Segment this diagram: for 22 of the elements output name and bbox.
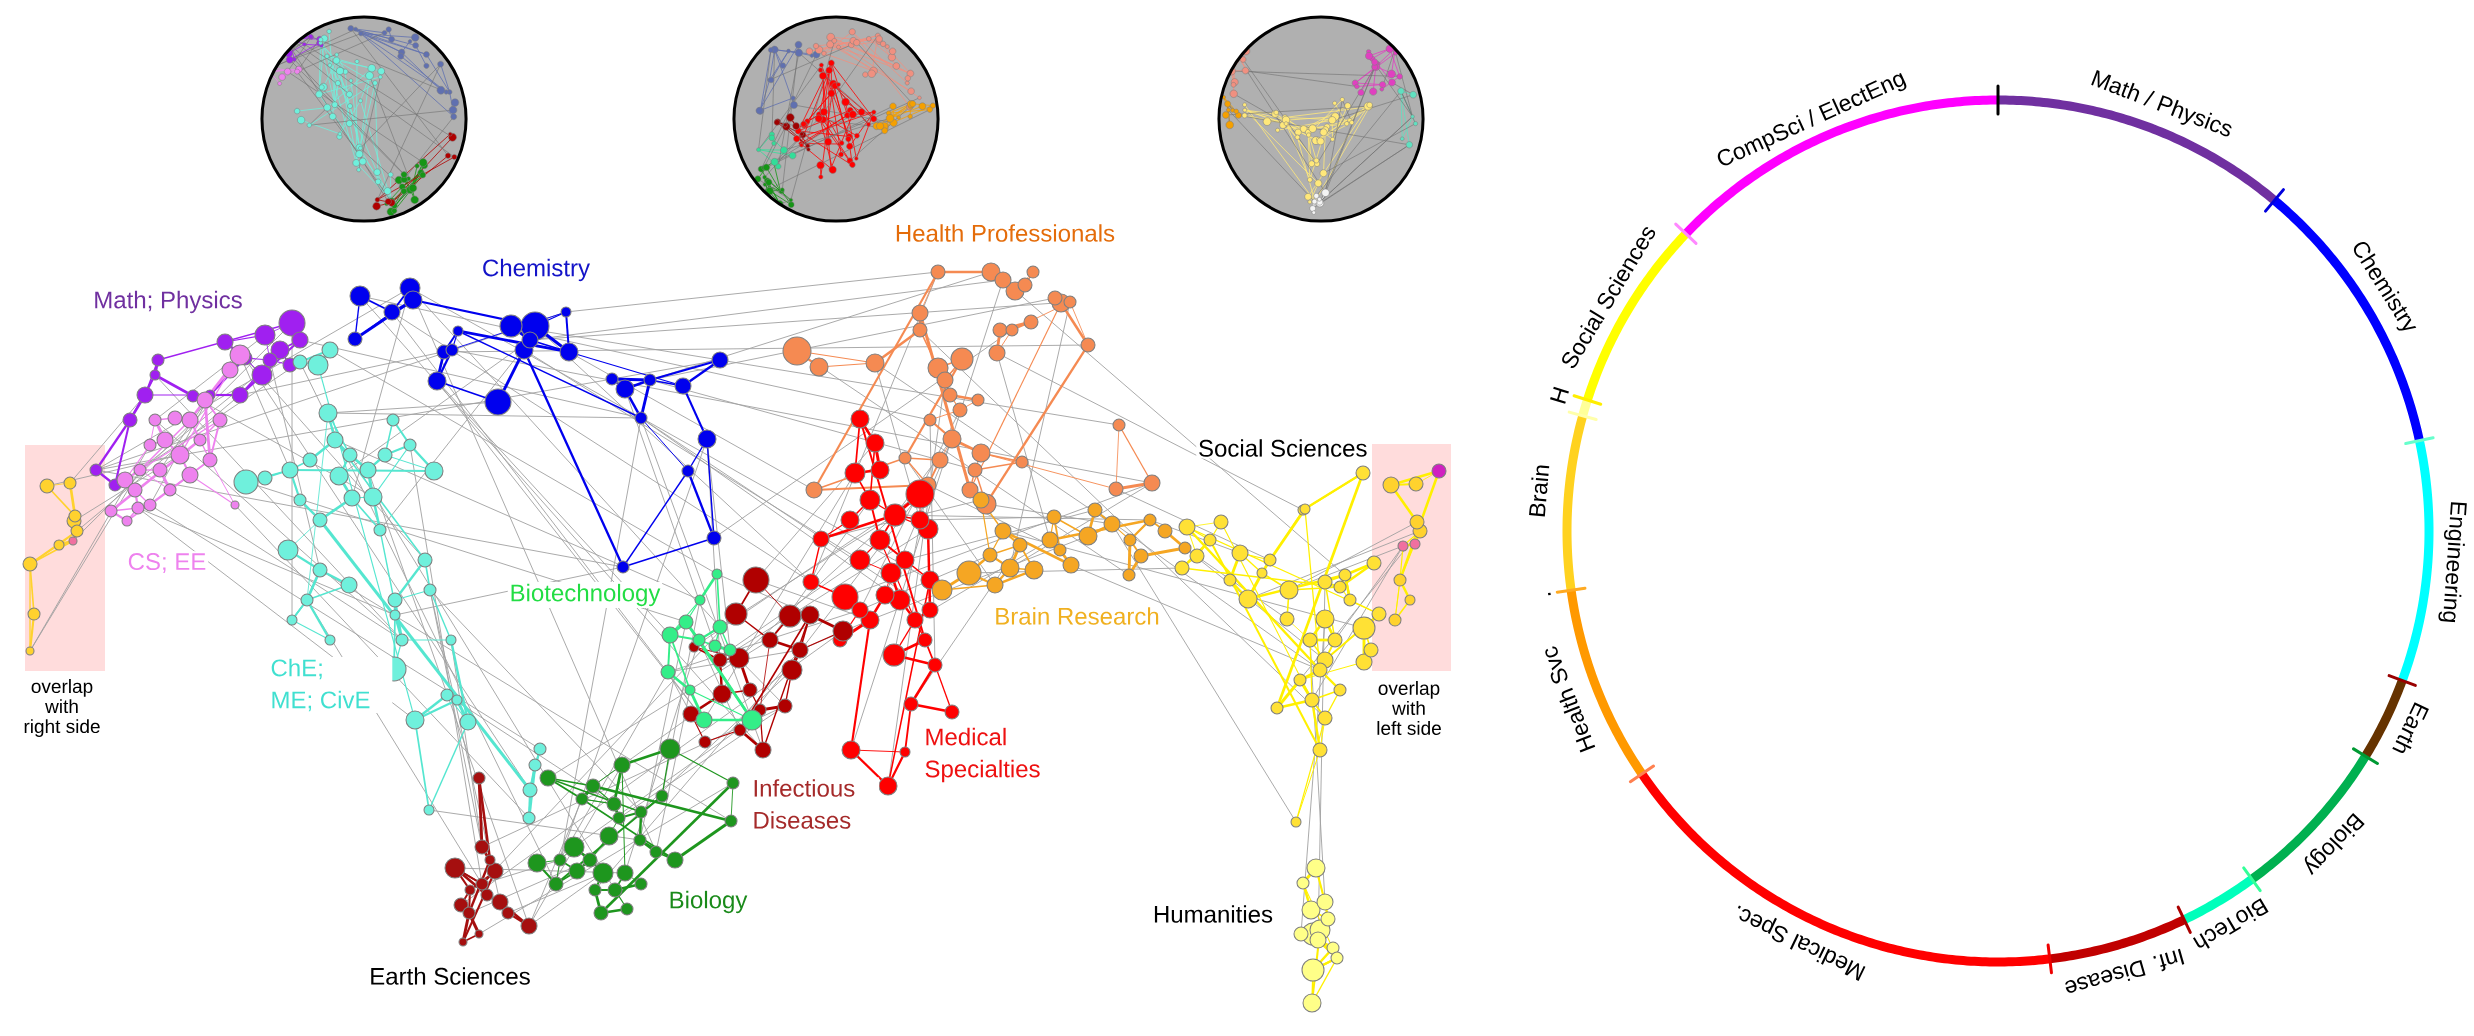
arc-label: . (1548, 592, 1551, 596)
cluster-label: Brain Research (992, 605, 1162, 627)
arc-label: H (1550, 386, 1569, 404)
cluster-label: Biotechnology (507, 582, 663, 608)
cluster-label: Biology (666, 889, 750, 915)
note-text: overlap with left side (1365, 679, 1453, 737)
cluster-label: Earth Sciences (367, 965, 533, 987)
arc-label: Inf. Disease (2065, 948, 2185, 993)
arc-label: Brain (1529, 465, 1550, 517)
cluster-label: Infectious Diseases (750, 777, 880, 831)
cluster-label: CS; EE (125, 551, 209, 575)
arc-label: Earth (2392, 702, 2429, 753)
cluster-label: Chemistry (480, 257, 592, 283)
cluster-label: Humanities (1151, 903, 1275, 925)
cluster-label: Math; Physics (91, 289, 245, 315)
cluster-label: Medical Specialties (922, 726, 1052, 784)
cluster-label: ChE; ME; CivE (268, 657, 393, 713)
cluster-label: Social Sciences (1196, 437, 1370, 459)
arc-label: Engineering (2438, 502, 2467, 623)
arc-label: Health Svc (1545, 646, 1596, 753)
note-text: overlap with right side (18, 677, 106, 739)
cluster-label: Health Professionals (893, 222, 1117, 244)
